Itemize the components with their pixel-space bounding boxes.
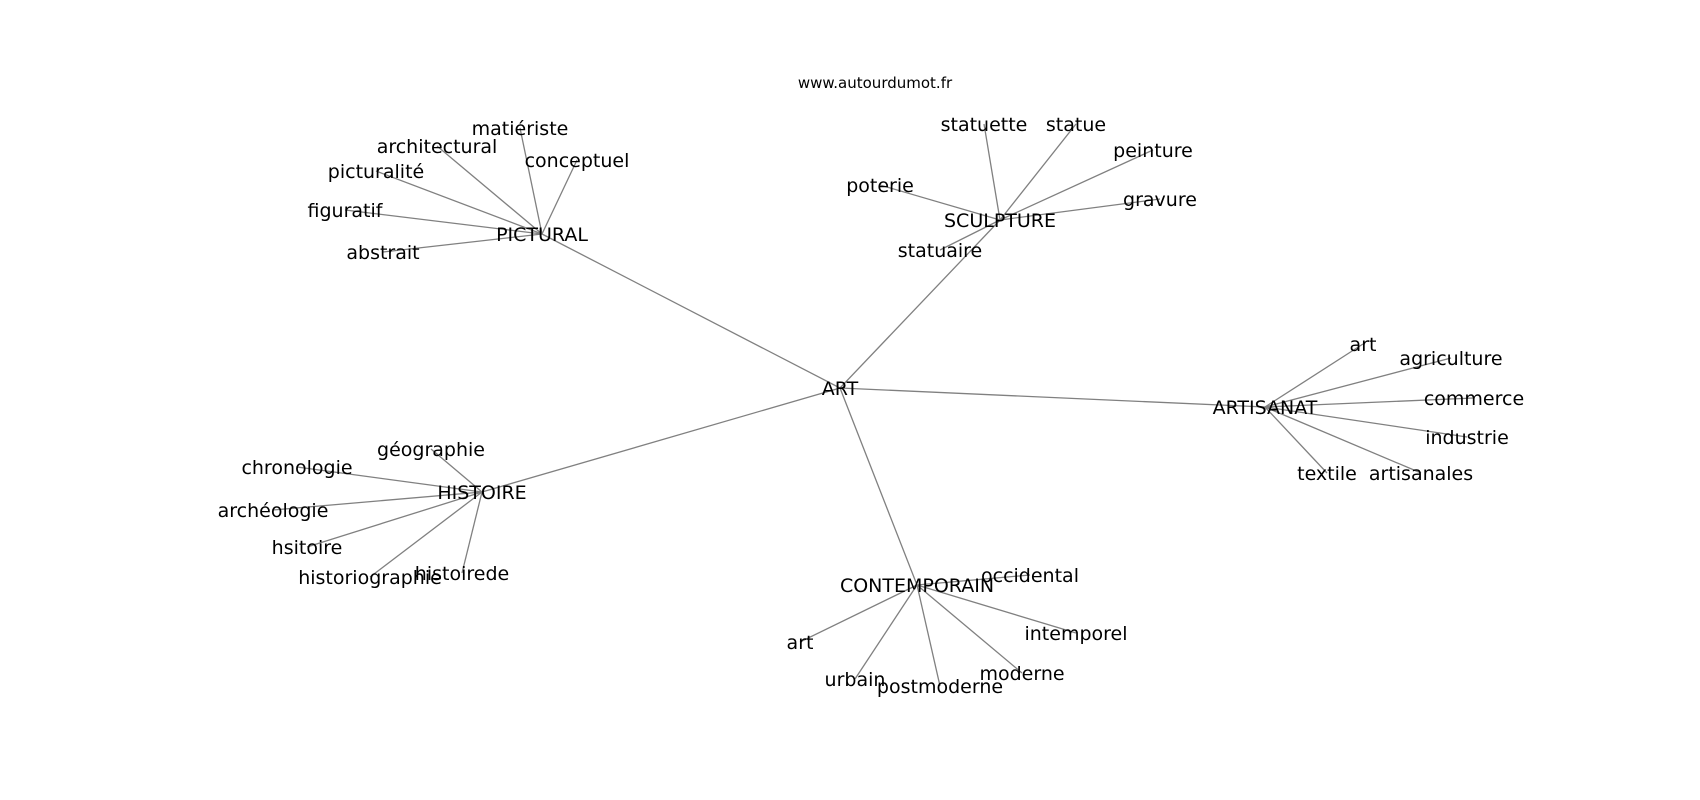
hub-node-artisanat: ARTISANAT: [1213, 397, 1318, 419]
edge-sculpture-statuette: [983, 123, 1001, 221]
leaf-node-matieriste: matiériste: [472, 118, 569, 140]
leaf-node-gravure: gravure: [1123, 189, 1197, 211]
leaf-node-occidental: occidental: [981, 565, 1079, 587]
edge-contemporain-intemporel: [916, 584, 1077, 634]
leaf-node-postmoderne: postmoderne: [877, 676, 1003, 698]
edge-contemporain-moderne: [916, 584, 1023, 674]
edge-histoire-chronologie: [296, 466, 483, 493]
edge-artisanat-artisanales: [1264, 406, 1422, 474]
leaf-node-textile: textile: [1297, 463, 1357, 485]
edge-center-sculpture: [839, 219, 1001, 389]
leaf-node-historiographie: historiographie: [298, 567, 442, 589]
leaf-node-agriculture: agriculture: [1399, 348, 1502, 370]
edge-contemporain-occidental: [916, 574, 1031, 586]
edge-sculpture-peinture: [999, 149, 1154, 221]
edges-layer: [272, 123, 1475, 687]
edge-sculpture-gravure: [999, 198, 1161, 221]
edge-pictural-picturalite: [375, 170, 543, 235]
edge-artisanat-industrie: [1264, 406, 1468, 438]
edge-pictural-matieriste: [519, 127, 543, 235]
leaf-node-moderne: moderne: [979, 663, 1064, 685]
leaf-node-archeologie: archéologie: [218, 500, 329, 522]
leaf-node-poterie: poterie: [846, 175, 914, 197]
edge-sculpture-statuaire: [939, 219, 1001, 251]
center-node: ART: [822, 378, 859, 400]
edge-pictural-abstrait: [382, 233, 543, 253]
leaf-node-histoirede: histoirede: [415, 563, 509, 585]
edge-sculpture-poterie: [879, 184, 1001, 221]
edge-artisanat-agriculture: [1264, 357, 1452, 408]
leaf-node-statuaire: statuaire: [898, 240, 983, 262]
edge-pictural-architectural: [436, 145, 543, 235]
leaf-node-conceptuel: conceptuel: [525, 150, 630, 172]
edge-artisanat-textile: [1264, 406, 1328, 474]
edge-histoire-geographie: [430, 448, 483, 493]
edge-artisanat-art: [1264, 343, 1364, 408]
edge-pictural-conceptuel: [541, 159, 578, 235]
edge-contemporain-postmoderne: [916, 584, 941, 687]
leaf-node-figuratif: figuratif: [308, 200, 384, 222]
edge-artisanat-commerce: [1264, 397, 1475, 408]
edge-histoire-histoirede: [461, 491, 483, 574]
edge-center-pictural: [541, 233, 841, 389]
leaf-node-commerce: commerce: [1424, 388, 1524, 410]
leaf-node-statuette: statuette: [941, 114, 1028, 136]
leaf-node-intemporel: intemporel: [1024, 623, 1127, 645]
edge-center-histoire: [481, 387, 841, 493]
edge-pictural-figuratif: [344, 209, 543, 235]
edge-contemporain-urbain: [854, 584, 918, 680]
leaf-node-statue: statue: [1046, 114, 1106, 136]
edge-histoire-historiographie: [369, 491, 483, 578]
leaf-node-architectural: architectural: [377, 136, 498, 158]
edge-sculpture-statue: [999, 123, 1077, 221]
edge-center-contemporain: [839, 387, 918, 586]
edge-center-artisanat: [839, 387, 1266, 408]
hub-node-histoire: HISTOIRE: [437, 482, 526, 504]
leaf-node-geographie: géographie: [377, 439, 485, 461]
hub-node-sculpture: SCULPTURE: [944, 210, 1056, 232]
source-url: www.autourdumot.fr: [798, 74, 953, 92]
leaf-node-hsitoire: hsitoire: [272, 537, 343, 559]
hub-node-pictural: PICTURAL: [496, 224, 588, 246]
leaf-node-urbain: urbain: [825, 669, 886, 691]
leaf-node-picturalite: picturalité: [328, 161, 424, 183]
leaf-node-artisanales: artisanales: [1369, 463, 1473, 485]
edge-histoire-hsitoire: [306, 491, 483, 548]
leaf-node-abstrait: abstrait: [346, 242, 419, 264]
leaf-node-art: art: [787, 632, 814, 654]
leaf-node-peinture: peinture: [1113, 140, 1193, 162]
edge-histoire-archeologie: [272, 491, 483, 511]
leaf-node-chronologie: chronologie: [241, 457, 352, 479]
leaf-node-art: art: [1350, 334, 1377, 356]
edge-contemporain-art: [799, 584, 918, 643]
hub-node-contemporain: CONTEMPORAIN: [840, 575, 994, 597]
leaf-node-industrie: industrie: [1425, 427, 1509, 449]
